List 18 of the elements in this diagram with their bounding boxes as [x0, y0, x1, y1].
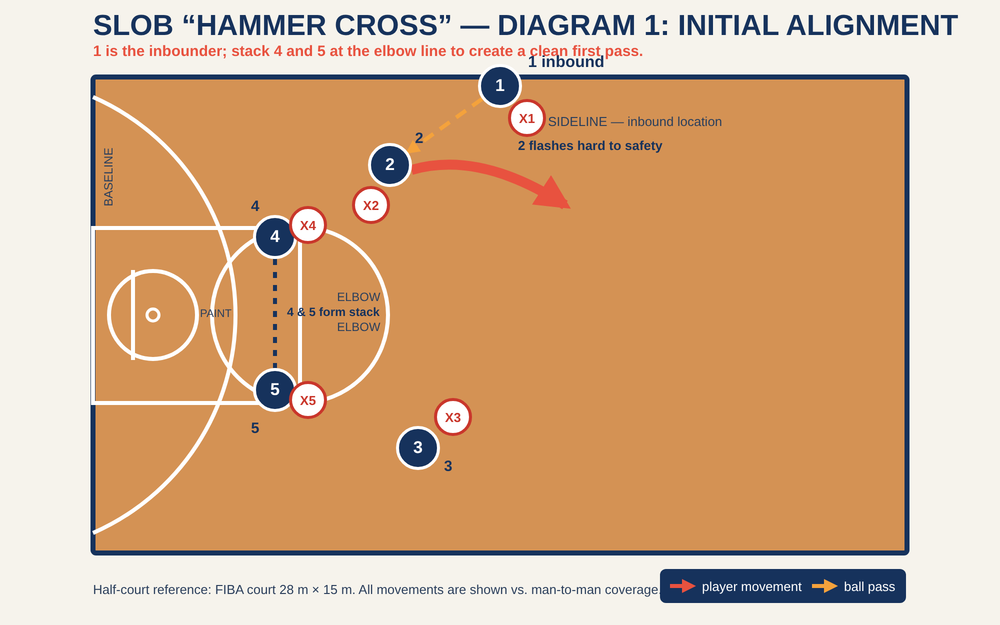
arrow [410, 160, 571, 210]
player-label: 4 [251, 198, 260, 215]
legend-label: player movement [702, 579, 802, 594]
player-label: 3 [444, 458, 452, 475]
sideline-label: SIDELINE — inbound location [548, 114, 722, 129]
connector-line [273, 259, 277, 368]
annotation: 4 & 5 form stack [287, 305, 380, 319]
elbow-label: ELBOW [337, 290, 380, 304]
title: SLOB “HAMMER CROSS” — DIAGRAM 1: INITIAL ALIGNMENT [93, 10, 958, 43]
player-label: 2 [415, 130, 424, 147]
baseline-label: BASELINE [101, 148, 116, 206]
player-label: 5 [251, 420, 260, 437]
caption: Half-court reference: FIBA court 28 m × 15 m. All movements are shown vs. man-to-man coverage. [93, 582, 662, 597]
offense-player-marker: 1 [478, 64, 522, 108]
legend-label: ball pass [844, 579, 896, 594]
arrow [406, 97, 484, 154]
elbow-label: ELBOW [337, 320, 380, 334]
annotation: 2 flashes hard to safety [518, 138, 662, 153]
